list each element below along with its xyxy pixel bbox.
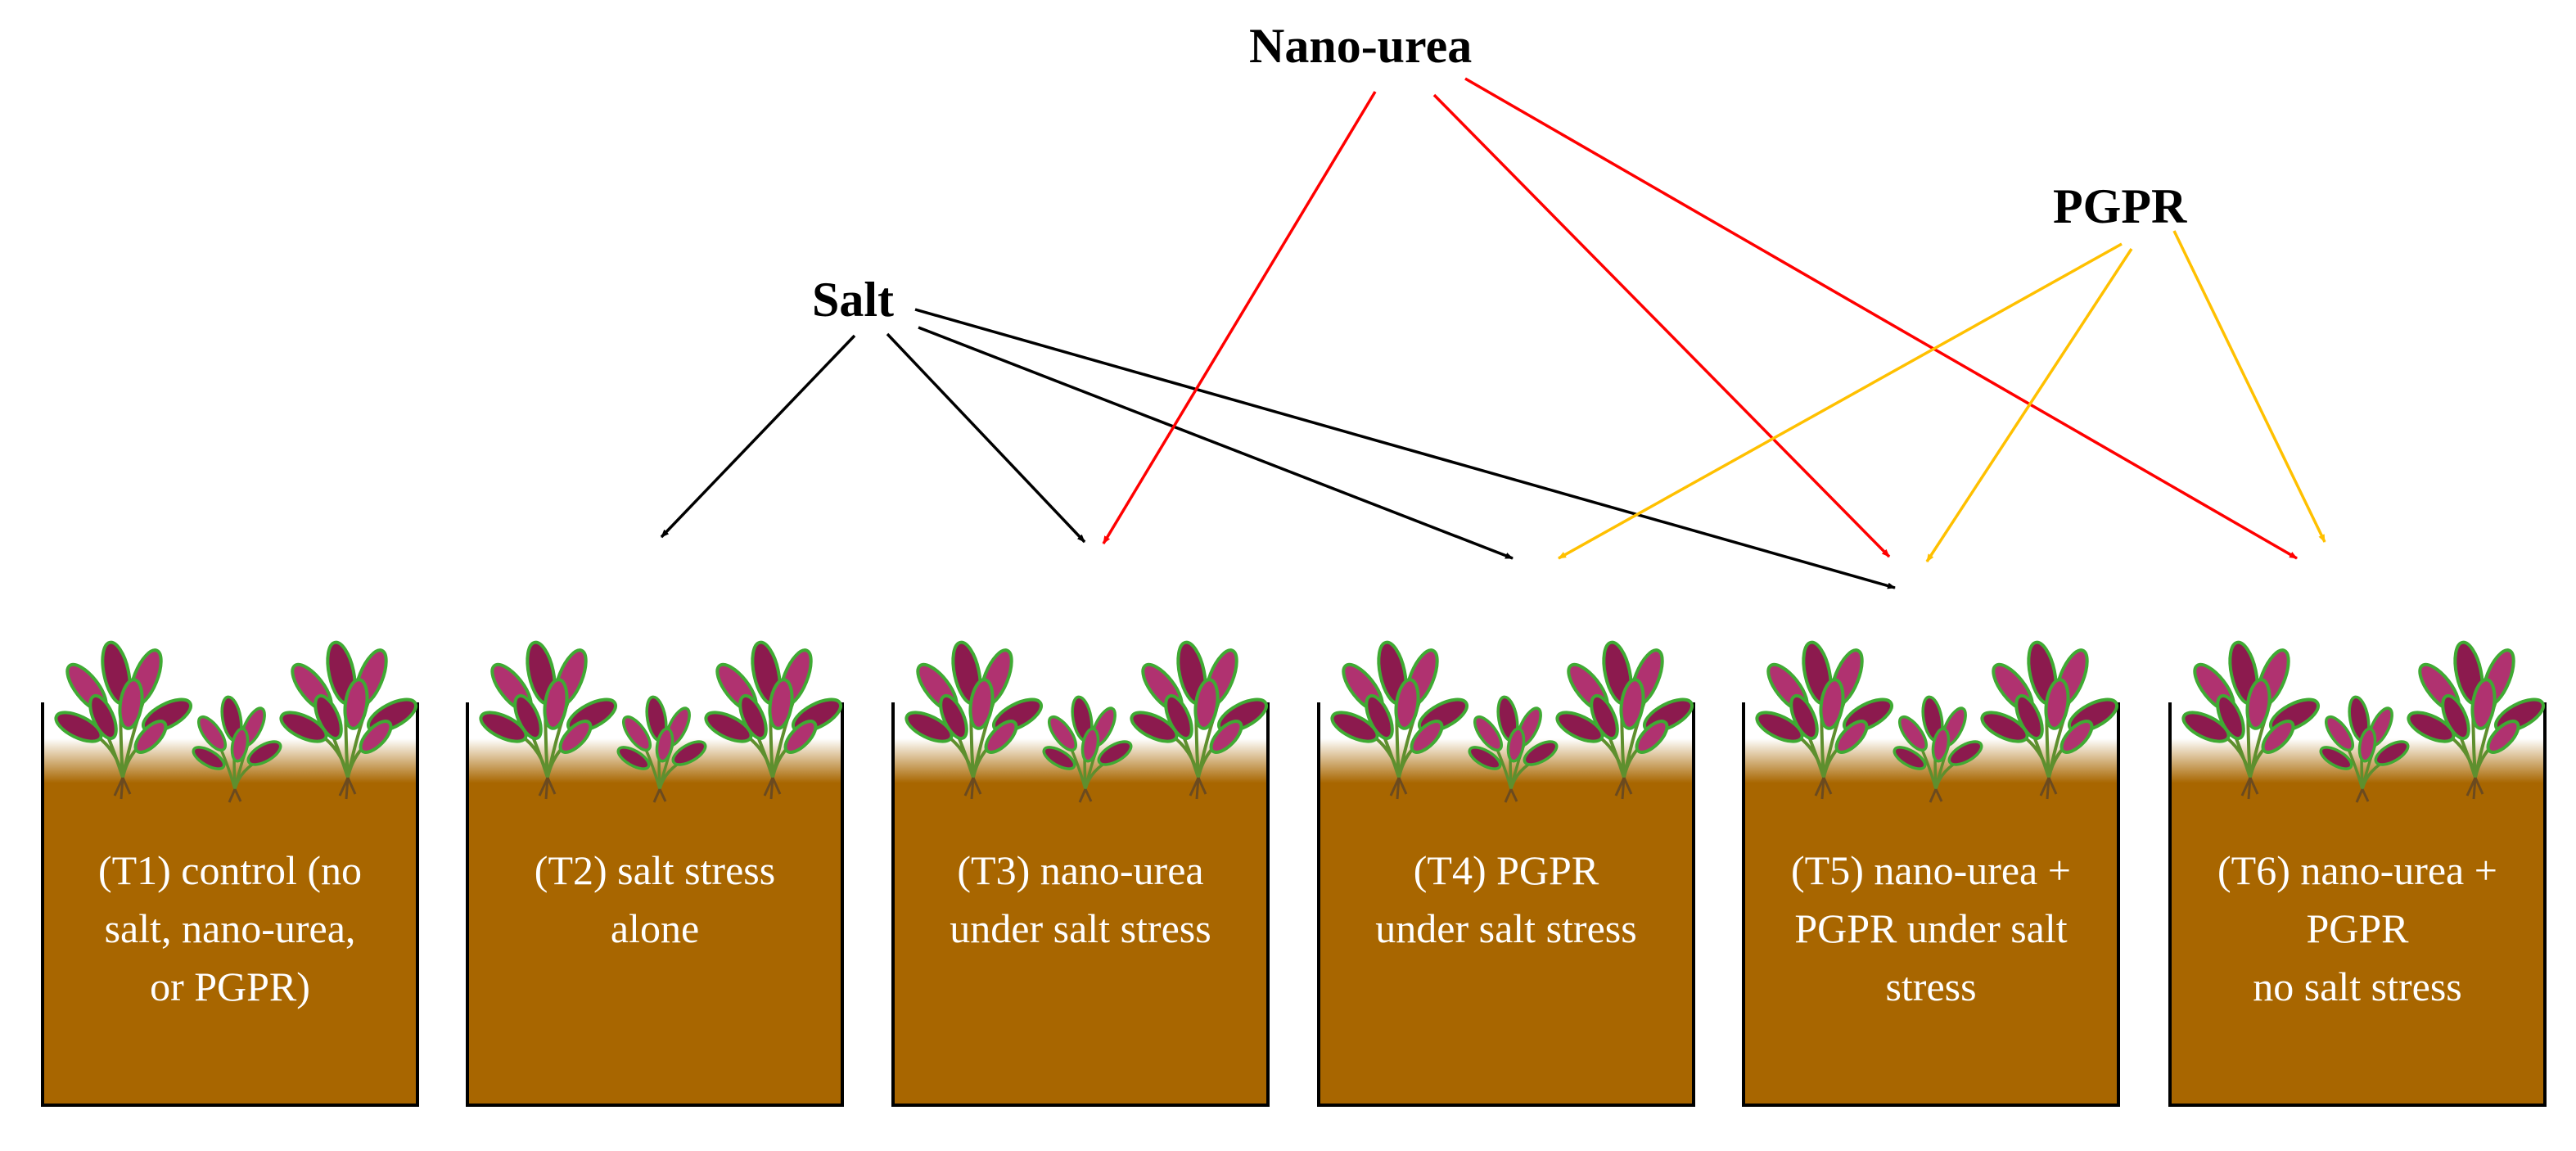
treatment-label-line: no salt stress	[2253, 964, 2462, 1009]
pot-t5: (T5) nano-urea + PGPR under salt stress	[1744, 702, 2118, 1105]
treatment-label-line: (T1) control (no	[97, 847, 363, 893]
treatment-label-line: salt, nano-urea,	[104, 905, 356, 951]
treatment-label-line: or PGPR)	[150, 964, 310, 1009]
pot-t2: (T2) salt stress alone	[467, 702, 842, 1105]
pot-t4: (T4) PGPR under salt stress	[1319, 702, 1694, 1105]
arrow-nano-urea-to-t5	[1432, 93, 1891, 558]
treatment-label-line: PGPR under salt	[1794, 905, 2068, 951]
arrow-salt-to-t4	[918, 326, 1514, 560]
treatment-label-line: (T4) PGPR	[1413, 847, 1599, 893]
treatment-label-line: (T6) nano-urea +	[2217, 847, 2497, 893]
arrow-salt-to-t3	[886, 332, 1086, 544]
pot-t1: (T1) control (no salt, nano-urea, or PGP…	[43, 702, 417, 1105]
arrow-pgpr-to-t4	[1558, 242, 2123, 560]
treatment-label-line: (T2) salt stress	[534, 847, 776, 893]
treatment-label-t6: (T6) nano-urea + PGPR no salt stress	[2170, 842, 2545, 1016]
treatment-label-line: stress	[1885, 964, 1977, 1009]
treatment-label-line: (T5) nano-urea +	[1791, 847, 2071, 893]
arrow-pgpr-to-t6	[2172, 230, 2326, 543]
arrow-pgpr-to-t5	[1925, 248, 2133, 562]
treatment-label-t4: (T4) PGPR under salt stress	[1319, 842, 1694, 958]
arrow-salt-to-t2	[660, 334, 856, 539]
factor-label-salt: Salt	[812, 273, 895, 327]
factor-label-pgpr: PGPR	[2053, 179, 2187, 233]
arrow-salt-to-t5	[914, 308, 1896, 589]
treatment-label-line: under salt stress	[1375, 905, 1637, 951]
treatment-label-t3: (T3) nano-urea under salt stress	[893, 842, 1268, 958]
pot-t6: (T6) nano-urea + PGPR no salt stress	[2170, 702, 2545, 1105]
pot-t3: (T3) nano-urea under salt stress	[893, 702, 1268, 1105]
treatment-label-t5: (T5) nano-urea + PGPR under salt stress	[1744, 842, 2118, 1016]
arrows-layer	[660, 77, 2326, 589]
factor-label-nano-urea: Nano-urea	[1249, 19, 1473, 73]
treatment-label-line: under salt stress	[950, 905, 1211, 951]
arrow-nano-urea-to-t3	[1102, 91, 1377, 544]
treatment-label-t1: (T1) control (no salt, nano-urea, or PGP…	[43, 842, 417, 1016]
treatment-label-t2: (T2) salt stress alone	[467, 842, 842, 958]
treatment-label-line: PGPR	[2306, 905, 2409, 951]
treatment-label-line: alone	[610, 905, 700, 951]
arrow-nano-urea-to-t6	[1464, 77, 2298, 560]
treatment-label-line: (T3) nano-urea	[957, 847, 1204, 893]
